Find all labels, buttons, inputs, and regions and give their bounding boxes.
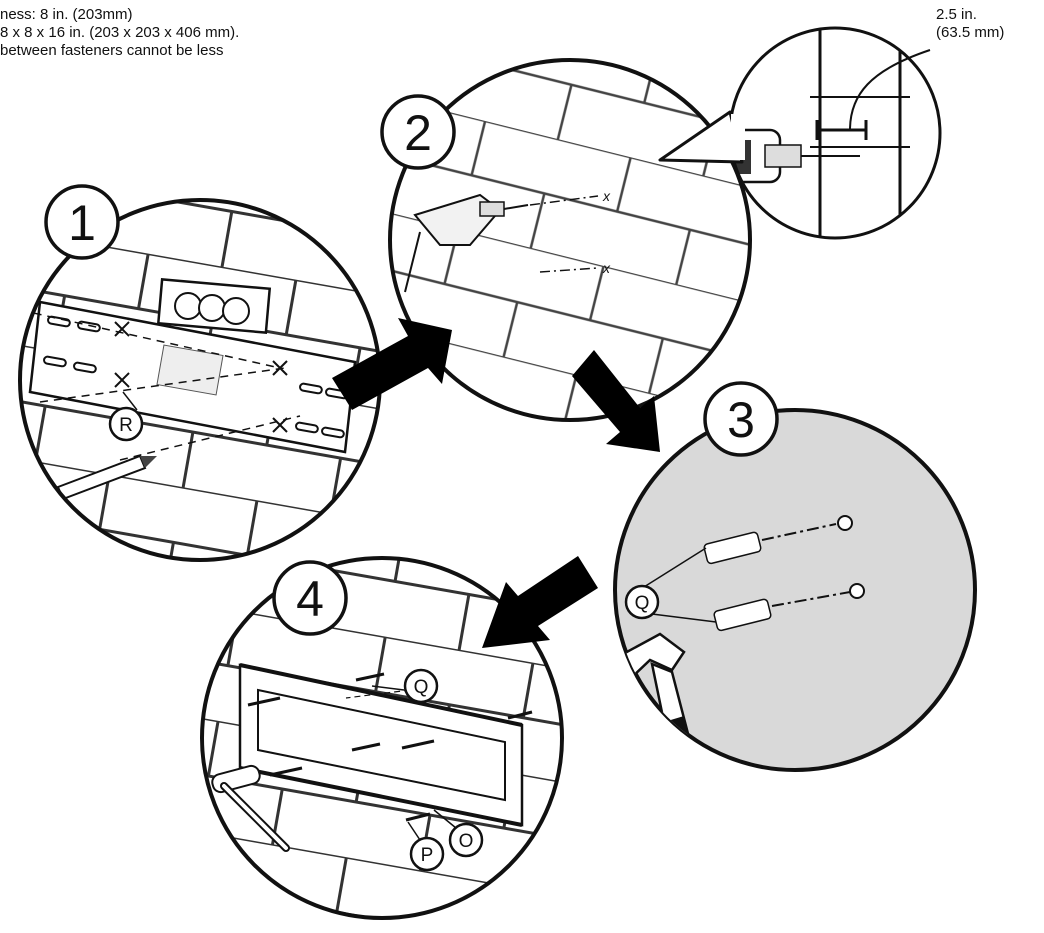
top-notes: ness: 8 in. (203mm) 8 x 8 x 16 in. (203 …	[0, 6, 239, 60]
drill-depth-mm: (63.5 mm)	[936, 24, 1004, 42]
step-3-panel: 3 Q	[608, 383, 975, 790]
step-2-number: 2	[404, 105, 432, 161]
level-icon	[158, 279, 269, 332]
callout-p: P	[421, 845, 434, 866]
drill-mark-top: x	[602, 188, 611, 204]
callout-o: O	[459, 831, 474, 852]
drill-depth-label: 2.5 in. (63.5 mm)	[936, 6, 1004, 42]
note-line-3: between fasteners cannot be less	[0, 42, 239, 60]
step-3-number: 3	[727, 392, 755, 448]
callout-r: R	[119, 415, 133, 436]
callout-q-step4: Q	[414, 677, 429, 698]
drill-mark-bottom: x	[602, 260, 611, 276]
note-line-1: ness: 8 in. (203mm)	[0, 6, 239, 24]
arrow-step3-to-step4	[482, 556, 598, 648]
callout-q-step3: Q	[635, 593, 650, 614]
drill-depth-inches: 2.5 in.	[936, 6, 1004, 24]
step-1-number: 1	[68, 195, 96, 251]
step-4-number: 4	[296, 571, 324, 627]
step-1-panel: 1 R	[20, 186, 380, 560]
note-line-2: 8 x 8 x 16 in. (203 x 203 x 406 mm).	[0, 24, 239, 42]
